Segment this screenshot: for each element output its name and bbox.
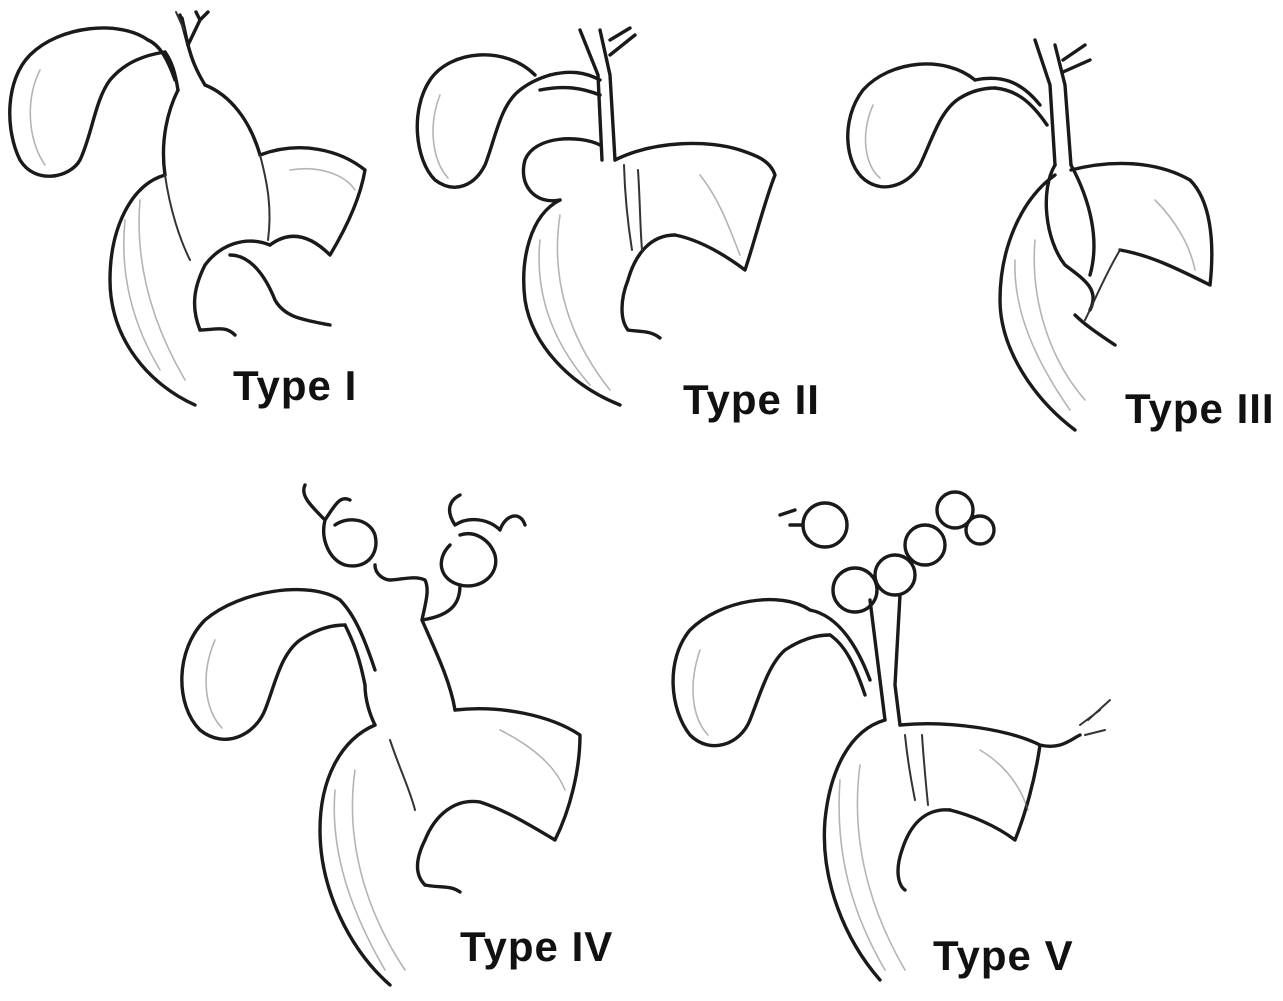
type-1-label: Type I [233, 362, 357, 410]
type-5-illustration [660, 480, 1160, 1001]
panel-type-1: Type I [0, 0, 420, 420]
type-4-label: Type IV [460, 923, 613, 971]
panel-type-3: Type III [835, 0, 1283, 440]
type-3-label: Type III [1125, 385, 1275, 433]
type-3-illustration [835, 0, 1283, 440]
type-1-illustration [0, 0, 420, 420]
type-5-label: Type V [933, 932, 1074, 980]
panel-type-2: Type II [410, 0, 850, 430]
panel-type-5: Type V [660, 480, 1160, 1001]
type-2-label: Type II [683, 376, 820, 424]
type-2-illustration [410, 0, 850, 430]
panel-type-4: Type IV [160, 480, 640, 1001]
